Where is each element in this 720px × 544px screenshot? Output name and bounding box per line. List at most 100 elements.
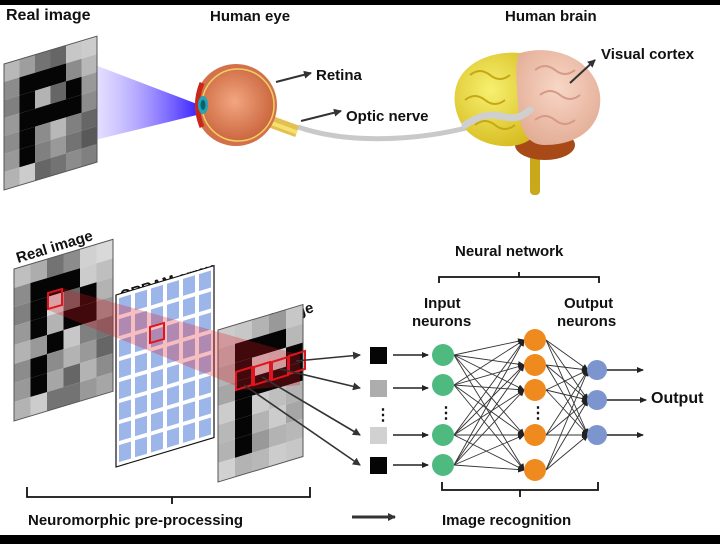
input-hidden-edge <box>453 384 525 436</box>
top-image-pixel <box>50 45 66 69</box>
real-image-pixel <box>47 292 64 317</box>
output-neurons-label-line2: neurons <box>557 313 616 330</box>
orram-cell <box>119 336 131 358</box>
output-image-pixel <box>286 361 303 386</box>
hidden-output-edge <box>545 389 589 436</box>
diagram-svg: Real image Human eye Human brain Retina <box>3 7 704 529</box>
hidden-output-edge <box>545 364 589 401</box>
input-neuron <box>432 344 454 366</box>
input-hidden-edge <box>453 434 525 471</box>
top-image-pixel <box>4 131 20 154</box>
top-image-pixel <box>4 59 20 82</box>
human-eye-illustration <box>195 64 300 146</box>
output-image-pixel <box>235 319 252 344</box>
top-image-pixel <box>66 130 82 154</box>
light-beam <box>95 65 205 140</box>
output-window <box>288 349 306 376</box>
real-image-pixel <box>47 349 64 374</box>
top-image-pixel <box>35 86 51 109</box>
real-image-pixel <box>96 315 113 340</box>
top-image-pixel <box>35 140 51 163</box>
orram-cell <box>135 373 147 395</box>
hidden-output-edge <box>545 434 589 471</box>
orram-cell <box>135 331 147 353</box>
top-image-pixel <box>50 63 66 87</box>
real-image-pixel <box>63 344 80 369</box>
orram-cell <box>119 441 131 463</box>
top-image-pixel <box>50 135 66 159</box>
output-image-pixel <box>218 457 235 482</box>
output-image-pixel <box>218 438 235 463</box>
hidden-output-edge <box>545 389 589 402</box>
top-image-pixel <box>35 122 51 145</box>
real-image-pixel <box>63 363 80 388</box>
input-hidden-edge <box>453 354 525 391</box>
top-image-pixel <box>81 108 97 131</box>
neural-network-label: Neural network <box>455 243 564 260</box>
output-image-pixel <box>286 304 303 329</box>
real-image-pixel <box>14 302 31 326</box>
output-image-pixel <box>235 433 252 458</box>
output-image-pixel <box>235 414 252 439</box>
orram-cell <box>135 394 147 416</box>
output-label: Output <box>651 390 704 407</box>
optic-nerve-arrow <box>300 108 342 122</box>
real-image-pixel <box>96 239 113 264</box>
diagram-canvas: Real image Human eye Human brain Retina <box>0 5 720 535</box>
retina-label: Retina <box>316 67 363 84</box>
orram-cell <box>183 401 195 422</box>
output-image-pixel <box>269 309 286 334</box>
real-image-pixel <box>63 268 80 293</box>
orram-cell <box>119 357 131 379</box>
hidden-output-edge <box>545 339 589 401</box>
real-image-pixel <box>47 254 64 279</box>
orram-cell <box>183 359 195 380</box>
input-neuron-ellipsis: ⋮ <box>438 405 454 422</box>
orram-cell <box>183 380 195 401</box>
top-image-pixel <box>66 40 82 64</box>
top-image-pixel <box>66 148 82 172</box>
real-image-pixel <box>14 264 31 288</box>
hidden-output-edge <box>545 339 589 436</box>
output-neuron <box>587 390 607 410</box>
real-image-pixel <box>96 334 113 359</box>
orram-cell <box>167 406 179 427</box>
real-image-pixel <box>80 282 97 307</box>
mapping-arrow <box>279 368 361 391</box>
input-hidden-edge <box>453 364 525 436</box>
top-image-pixel <box>50 117 66 141</box>
network-neurons <box>432 329 607 481</box>
real-image-pixel <box>63 325 80 350</box>
output-highlight-windows <box>235 349 306 392</box>
top-image-pixel <box>81 72 97 95</box>
input-neuron <box>432 424 454 446</box>
output-neurons-label-line1: Output <box>564 295 613 312</box>
pixel-mapping-arrows <box>243 351 429 468</box>
real-image-pixel <box>47 387 64 412</box>
orram-cell <box>199 396 211 418</box>
real-image-pixel <box>96 372 113 397</box>
visual-cortex-arrow <box>569 59 596 84</box>
orram-cell <box>151 389 163 411</box>
top-image-pixel <box>50 99 66 123</box>
hidden-neuron <box>524 329 546 351</box>
orram-cell <box>151 284 163 306</box>
real-image-pixel <box>80 377 97 402</box>
orram-cell <box>199 375 211 397</box>
hidden-neuron-ellipsis: ⋮ <box>530 405 546 422</box>
input-hidden-edge <box>453 354 525 436</box>
output-image-pixel <box>252 314 269 339</box>
orram-cell <box>167 301 179 322</box>
top-image-pixel <box>81 144 97 167</box>
recognition-label: Image recognition <box>442 512 571 529</box>
retina-arrow <box>275 70 312 83</box>
pixel-ellipsis: ⋮ <box>375 407 391 424</box>
input-hidden-edge <box>453 434 525 466</box>
real-image-pixel <box>30 259 47 284</box>
network-connections <box>453 338 647 473</box>
orram-cell <box>183 296 195 317</box>
real-image-pixel <box>14 378 31 402</box>
preprocessing-label: Neuromorphic pre-processing <box>28 512 243 529</box>
input-hidden-edge <box>453 364 525 466</box>
